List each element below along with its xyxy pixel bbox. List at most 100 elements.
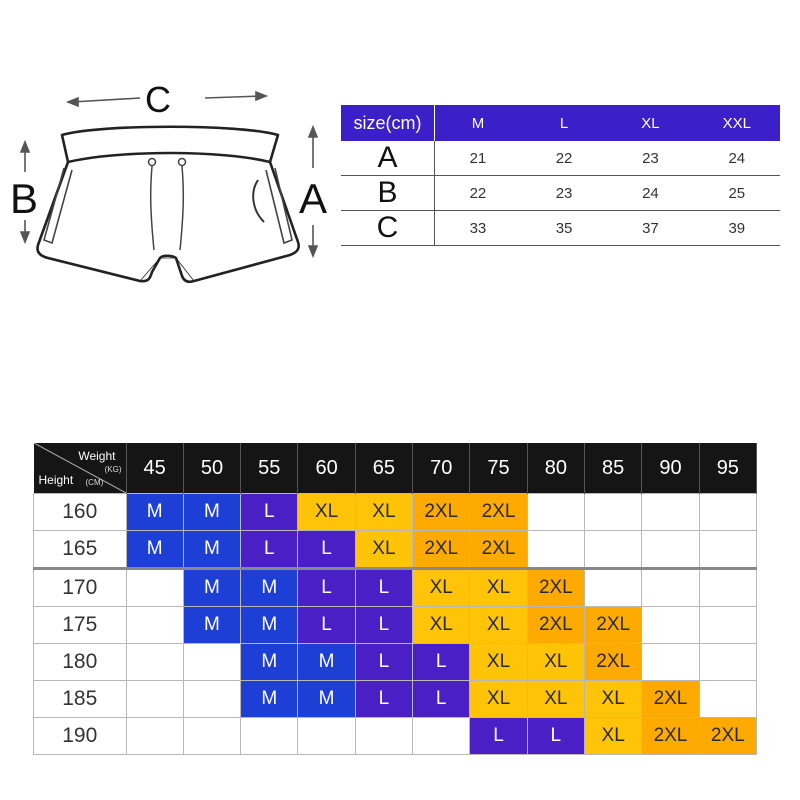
size-table-corner: size(cm) xyxy=(341,105,435,141)
size-cell: L xyxy=(297,567,356,607)
size-cell xyxy=(583,493,643,531)
size-cell: L xyxy=(297,606,356,644)
table-cell: 25 xyxy=(693,175,780,211)
size-cell: XL xyxy=(412,606,471,644)
size-cell: XL xyxy=(526,643,586,681)
chart-corner: Weight (KG) Height (CM) xyxy=(33,443,127,494)
table-cell: 23 xyxy=(520,175,608,211)
size-cell: L xyxy=(354,567,414,607)
table-cell: 37 xyxy=(607,210,694,246)
height-label-160: 160 xyxy=(33,493,127,531)
size-cell: 2XL xyxy=(583,643,643,681)
size-cell: M xyxy=(182,606,242,644)
height-label-170: 170 xyxy=(33,567,127,607)
size-cell: XL xyxy=(469,567,528,607)
size-cell xyxy=(698,567,758,607)
weight-unit: (KG) xyxy=(104,465,122,474)
hem-line-icon xyxy=(139,257,195,282)
size-cell xyxy=(125,643,184,681)
size-table-header: size(cm) M L XL XXL xyxy=(341,105,780,141)
table-cell: 24 xyxy=(693,141,780,176)
table-cell: 33 xyxy=(434,210,521,246)
size-cell: 2XL xyxy=(526,606,586,644)
size-cell: L xyxy=(412,643,471,681)
size-cell xyxy=(641,493,700,531)
size-cell: 2XL xyxy=(412,493,471,531)
size-cell: 2XL xyxy=(698,717,758,755)
size-cell xyxy=(125,567,184,607)
table-cell: 35 xyxy=(520,210,608,246)
size-cell: L xyxy=(469,717,528,755)
height-arrow-left-icon xyxy=(19,139,31,245)
size-cell: 2XL xyxy=(641,717,700,755)
size-cell xyxy=(125,606,184,644)
height-label-180: 180 xyxy=(33,643,127,681)
size-cell: L xyxy=(297,530,356,569)
weight-label: Weight xyxy=(78,449,116,463)
weight-header-80: 80 xyxy=(527,443,586,494)
table-cell: 24 xyxy=(607,175,694,211)
size-cell xyxy=(698,680,758,718)
size-cell xyxy=(354,717,414,755)
size-header-xl: XL xyxy=(607,105,694,141)
weight-header-45: 45 xyxy=(126,443,184,494)
size-cell: M xyxy=(125,493,184,531)
table-row: A 21 22 23 24 xyxy=(341,141,780,176)
size-cell xyxy=(125,717,184,755)
size-cell: L xyxy=(526,717,586,755)
size-cell: M xyxy=(182,493,242,531)
size-cell: 2XL xyxy=(469,530,528,569)
size-measurement-table: size(cm) M L XL XXL A 21 22 23 24 B 22 2… xyxy=(341,105,780,246)
size-cell: L xyxy=(354,606,414,644)
size-cell: XL xyxy=(583,680,643,718)
weight-header-70: 70 xyxy=(412,443,471,494)
size-cell: M xyxy=(240,643,299,681)
weight-header-50: 50 xyxy=(183,443,242,494)
size-cell: XL xyxy=(297,493,356,531)
size-cell: 2XL xyxy=(412,530,471,569)
size-cell xyxy=(698,606,758,644)
size-cell: 2XL xyxy=(526,567,586,607)
shorts-diagram: C B A xyxy=(10,79,327,284)
size-cell xyxy=(297,717,356,755)
size-cell: M xyxy=(240,567,299,607)
size-cell: M xyxy=(297,680,356,718)
size-cell: XL xyxy=(354,530,414,569)
size-cell: XL xyxy=(469,606,528,644)
size-cell xyxy=(698,493,758,531)
row-label: C xyxy=(341,210,435,246)
size-cell: L xyxy=(354,643,414,681)
size-cell xyxy=(641,567,700,607)
table-cell: 21 xyxy=(434,141,521,176)
size-cell xyxy=(583,530,643,569)
width-arrow-icon xyxy=(65,90,269,108)
size-cell: XL xyxy=(469,680,528,718)
weight-header-55: 55 xyxy=(240,443,299,494)
height-label-185: 185 xyxy=(33,680,127,718)
size-cell: XL xyxy=(412,567,471,607)
size-cell xyxy=(526,493,586,531)
height-arrow-right-icon xyxy=(307,124,319,259)
size-cell: M xyxy=(182,567,242,607)
height-label-165: 165 xyxy=(33,530,127,569)
height-label: Height xyxy=(38,473,74,487)
size-cell: L xyxy=(412,680,471,718)
size-cell: L xyxy=(240,493,299,531)
size-cell: L xyxy=(354,680,414,718)
height-unit: (CM) xyxy=(85,478,104,487)
size-header-m: M xyxy=(434,105,521,141)
size-cell xyxy=(182,717,242,755)
drawstring-icon xyxy=(147,157,187,251)
weight-header-60: 60 xyxy=(297,443,356,494)
table-cell: 22 xyxy=(520,141,608,176)
height-label-190: 190 xyxy=(33,717,127,755)
size-cell: 2XL xyxy=(469,493,528,531)
diagonal-divider-icon xyxy=(33,443,126,493)
weight-header-75: 75 xyxy=(469,443,528,494)
